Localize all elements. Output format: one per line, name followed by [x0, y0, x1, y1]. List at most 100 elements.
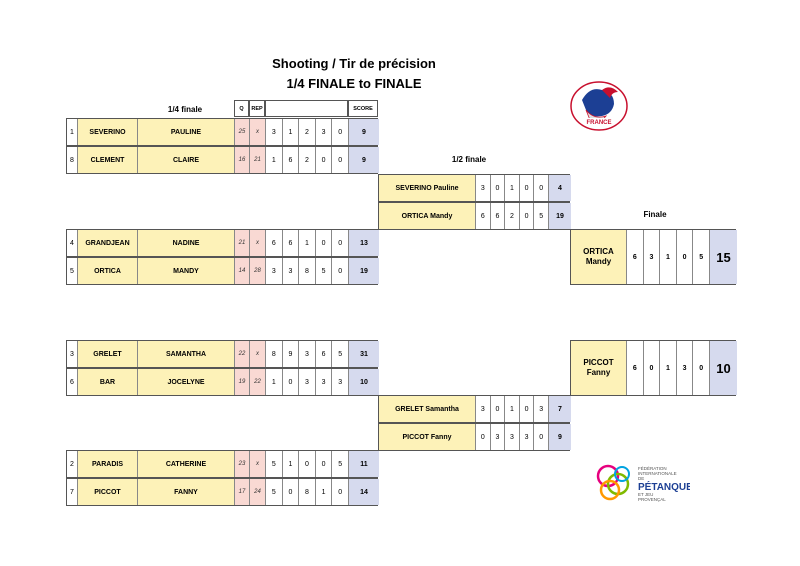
total-score: 10: [710, 341, 737, 395]
shot-score: 0: [332, 147, 349, 173]
total-score: 19: [549, 203, 571, 229]
shot-score: 1: [505, 175, 520, 201]
rep-score: 24: [250, 479, 266, 505]
player-first-name: JOCELYNE: [138, 369, 235, 395]
shot-score: 6: [491, 203, 506, 229]
player-first-name: PAULINE: [138, 119, 235, 145]
shot-score: 0: [316, 230, 333, 256]
shot-score: 3: [283, 258, 300, 284]
shot-score: 0: [283, 369, 300, 395]
shot-score: 6: [266, 230, 283, 256]
shot-score: 2: [299, 147, 316, 173]
shot-score: 0: [644, 341, 661, 395]
shot-score: 3: [677, 341, 694, 395]
shot-score: 1: [283, 119, 300, 145]
rep-score: x: [250, 341, 266, 367]
shot-score: 5: [332, 341, 349, 367]
seed-rank: 2: [67, 451, 78, 477]
logo-line-1: FÉDÉRATION: [638, 465, 667, 471]
shot-score: 3: [534, 396, 549, 422]
shot-score: 3: [316, 369, 333, 395]
logo-top-text: FRANCE: [587, 120, 612, 126]
player-name: SEVERINO Pauline: [379, 175, 476, 201]
shot-score: 6: [476, 203, 491, 229]
player-name: GRELET Samantha: [379, 396, 476, 422]
shot-score: 1: [505, 396, 520, 422]
shot-score: 5: [534, 203, 549, 229]
rep-score: x: [250, 119, 266, 145]
shot-score: 5: [266, 451, 283, 477]
total-score: 9: [349, 119, 379, 145]
shot-score: 8: [266, 341, 283, 367]
rep-score: 28: [250, 258, 266, 284]
shot-score: 0: [332, 258, 349, 284]
shot-score: 8: [299, 258, 316, 284]
shot-score: 3: [332, 369, 349, 395]
shot-score: 0: [316, 147, 333, 173]
shot-score: 8: [299, 479, 316, 505]
shot-score: 5: [316, 258, 333, 284]
qualification-score: 14: [235, 258, 250, 284]
shot-score: 3: [644, 230, 661, 284]
seed-rank: 8: [67, 147, 78, 173]
shot-score: 3: [520, 424, 535, 450]
qualification-score: 21: [235, 230, 250, 256]
shot-score: 0: [693, 341, 710, 395]
seed-rank: 6: [67, 369, 78, 395]
player-first-name: CATHERINE: [138, 451, 235, 477]
shot-score: 6: [316, 341, 333, 367]
shot-score: 0: [677, 230, 694, 284]
rep-score: x: [250, 451, 266, 477]
shot-score: 1: [283, 451, 300, 477]
shot-score: 6: [283, 147, 300, 173]
title-line-1: Shooting / Tir de précision: [272, 56, 436, 71]
player-last-name: PICCOT: [78, 479, 138, 505]
shot-score: 6: [627, 341, 644, 395]
shot-score: 3: [299, 341, 316, 367]
player-last-name: PARADIS: [78, 451, 138, 477]
shot-score: 0: [491, 175, 506, 201]
shot-score: 0: [520, 396, 535, 422]
shot-score: 5: [693, 230, 710, 284]
qualification-score: 17: [235, 479, 250, 505]
shot-score: 1: [660, 230, 677, 284]
shot-score: 0: [332, 230, 349, 256]
shot-score: 5: [266, 479, 283, 505]
header-shots: [265, 100, 348, 117]
shot-score: 3: [476, 175, 491, 201]
shot-score: 3: [299, 369, 316, 395]
player-first-name: NADINE: [138, 230, 235, 256]
shot-score: 1: [299, 230, 316, 256]
shot-score: 0: [316, 451, 333, 477]
qualification-score: 19: [235, 369, 250, 395]
qualification-score: 25: [235, 119, 250, 145]
shot-score: 6: [627, 230, 644, 284]
fipjp-logo: FÉDÉRATION INTERNATIONALE DE PÉTANQUE ET…: [594, 460, 693, 506]
player-name: PICCOT Fanny: [379, 424, 476, 450]
total-score: 4: [549, 175, 571, 201]
player-first-name: MANDY: [138, 258, 235, 284]
total-score: 10: [349, 369, 379, 395]
player-name: PICCOT Fanny: [571, 341, 627, 395]
total-score: 13: [349, 230, 379, 256]
total-score: 7: [549, 396, 571, 422]
logo-line-6: PROVENÇAL: [638, 497, 666, 502]
shot-score: 1: [660, 341, 677, 395]
shot-score: 3: [266, 258, 283, 284]
rep-score: 22: [250, 369, 266, 395]
rep-score: x: [250, 230, 266, 256]
player-name: ORTICA Mandy: [379, 203, 476, 229]
total-score: 14: [349, 479, 379, 505]
shot-score: 3: [505, 424, 520, 450]
shot-score: 3: [316, 119, 333, 145]
header-q: Q: [234, 100, 249, 117]
shot-score: 5: [332, 451, 349, 477]
shot-score: 0: [332, 479, 349, 505]
